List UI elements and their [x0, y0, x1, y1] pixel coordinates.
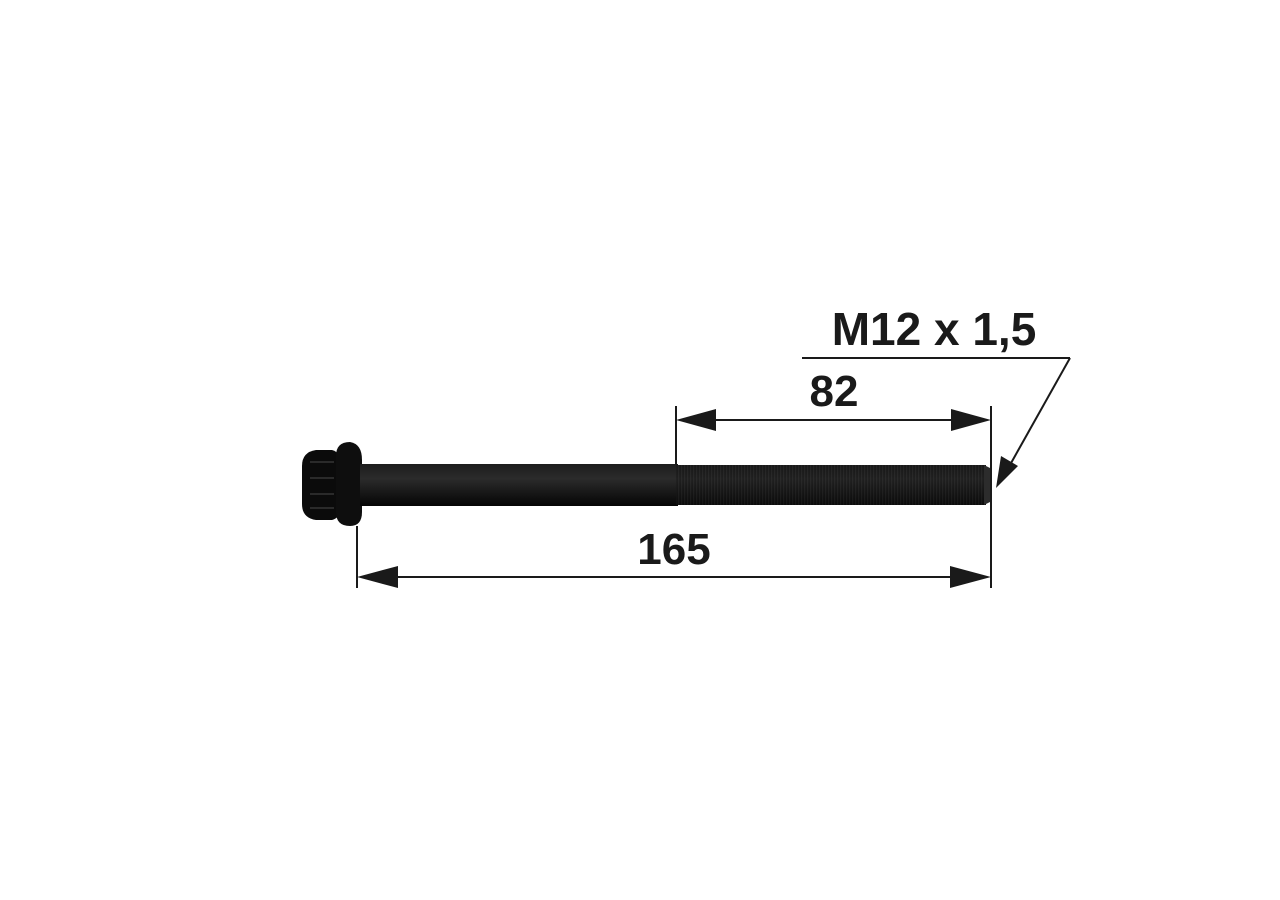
- thread-length-label: 82: [810, 367, 859, 416]
- total-length-dimension: 165: [356, 525, 991, 588]
- total-length-label: 165: [637, 525, 710, 574]
- flange-head-bolt-icon: [302, 442, 990, 526]
- thread-length-dimension: 82: [675, 367, 992, 588]
- thread-spec-label: M12 x 1,5: [832, 303, 1037, 355]
- thread-spec-callout: M12 x 1,5: [802, 303, 1071, 488]
